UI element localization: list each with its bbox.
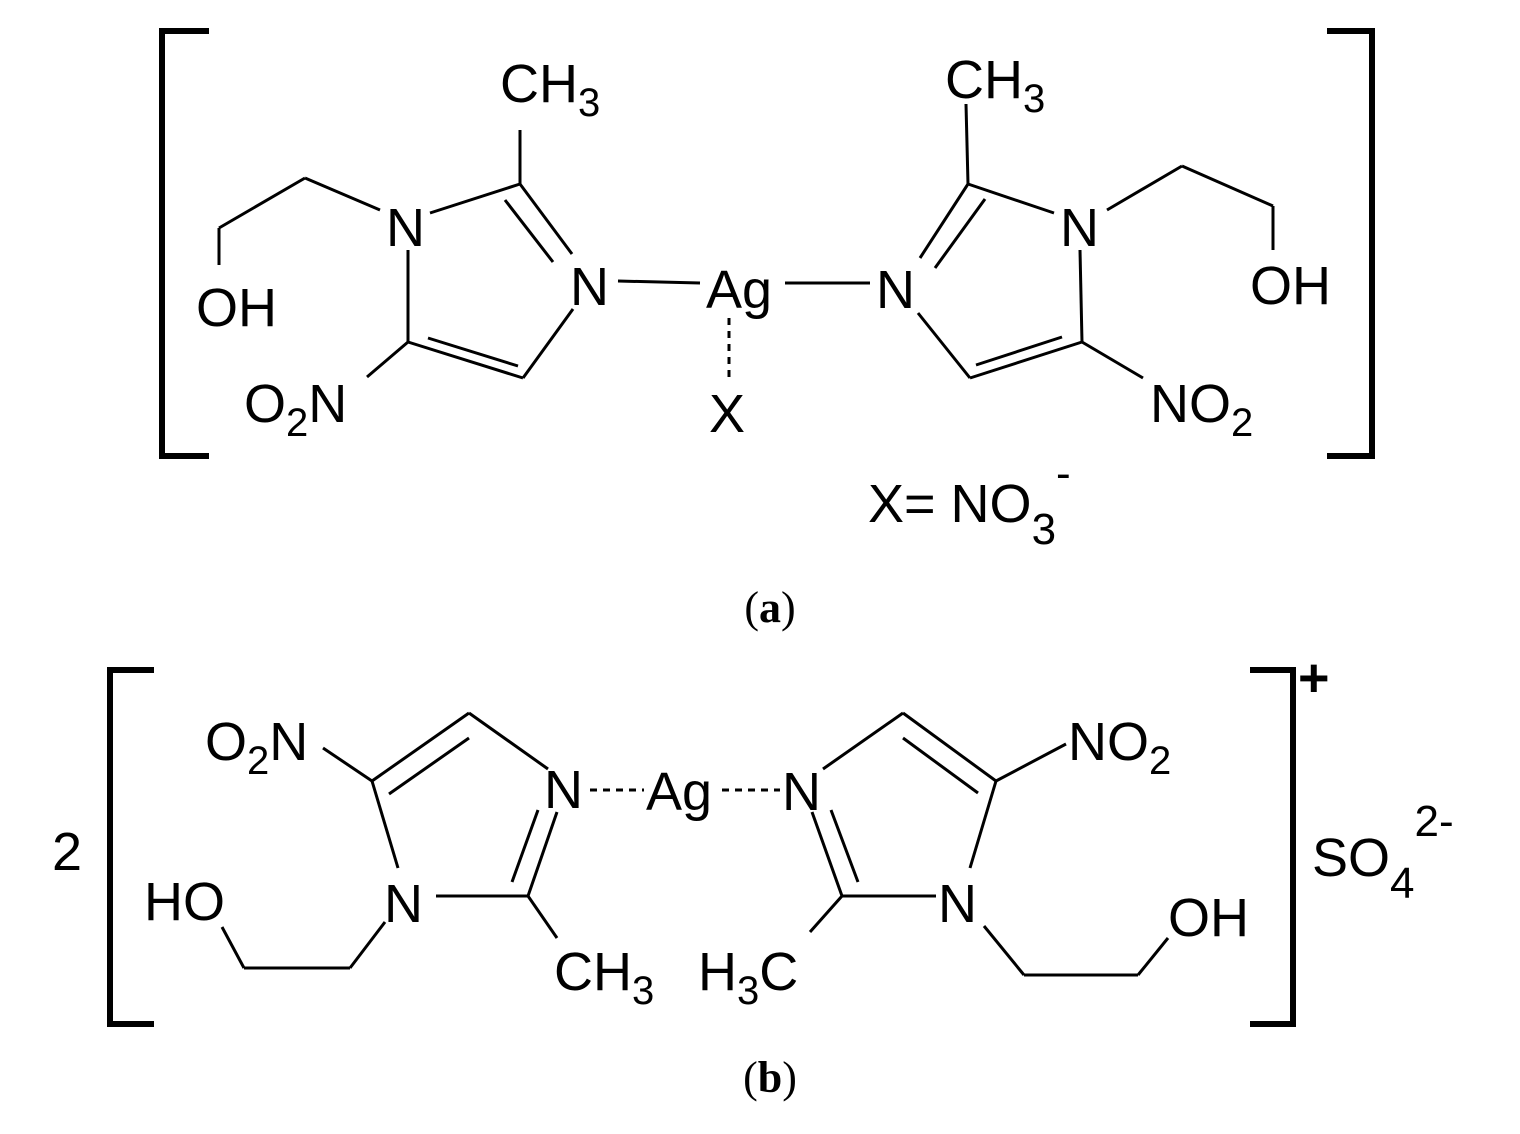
silver-atom-a: Ag bbox=[706, 260, 772, 320]
hydroxyl-right-a: OH bbox=[1250, 256, 1331, 316]
coordinating-nitrogen-left-a: N bbox=[570, 257, 609, 317]
n-ag-bond-left bbox=[617, 279, 701, 285]
coordinating-nitrogen-left-b: N bbox=[544, 760, 583, 820]
ring-nitrogen-left-a: N bbox=[386, 198, 425, 258]
caption-b: (b) bbox=[743, 1053, 797, 1102]
stoichiometric-coefficient: 2 bbox=[52, 822, 82, 882]
right-imidazole-b bbox=[808, 711, 1170, 977]
right-bracket-a bbox=[1327, 28, 1375, 459]
left-imidazole-b bbox=[220, 711, 559, 970]
structure-a: CH3 CH3 N N Ag N N OH OH O2N NO2 X X= NO… bbox=[159, 28, 1375, 632]
nitro-group-left-a: O2N bbox=[244, 374, 347, 445]
right-bracket-b bbox=[1250, 667, 1296, 1027]
hydroxyl-right-b: OH bbox=[1168, 888, 1249, 948]
methyl-label-right-b: H3C bbox=[698, 942, 798, 1013]
ring-nitrogen-right-b: N bbox=[938, 874, 977, 934]
silver-atom-b: Ag bbox=[646, 762, 712, 822]
nitro-group-right-b: NO2 bbox=[1068, 712, 1171, 783]
coordinating-nitrogen-right-a: N bbox=[876, 260, 915, 320]
x-definition: X= NO3- bbox=[868, 449, 1071, 554]
methyl-label-left-a: CH3 bbox=[500, 54, 600, 125]
sulfate-counterion: SO42- bbox=[1312, 797, 1454, 908]
nitro-group-left-b: O2N bbox=[205, 712, 308, 783]
x-ligand-label: X bbox=[709, 384, 745, 444]
cation-charge: + bbox=[1298, 648, 1330, 708]
ring-nitrogen-left-b: N bbox=[384, 874, 423, 934]
nitro-group-right-a: NO2 bbox=[1150, 374, 1253, 445]
left-bracket-b bbox=[107, 667, 154, 1027]
left-imidazole-a bbox=[217, 130, 575, 380]
structure-b: 2 bbox=[52, 648, 1454, 1102]
coordinating-nitrogen-right-b: N bbox=[782, 762, 821, 822]
right-imidazole-a bbox=[916, 103, 1275, 380]
hydroxyl-left-b: HO bbox=[144, 872, 225, 932]
methyl-label-right-a: CH3 bbox=[945, 50, 1045, 121]
methyl-label-left-b: CH3 bbox=[554, 942, 654, 1013]
caption-a: (a) bbox=[744, 583, 795, 632]
left-bracket-a bbox=[159, 28, 209, 459]
ring-nitrogen-right-a: N bbox=[1060, 198, 1099, 258]
hydroxyl-left-a: OH bbox=[196, 278, 277, 338]
